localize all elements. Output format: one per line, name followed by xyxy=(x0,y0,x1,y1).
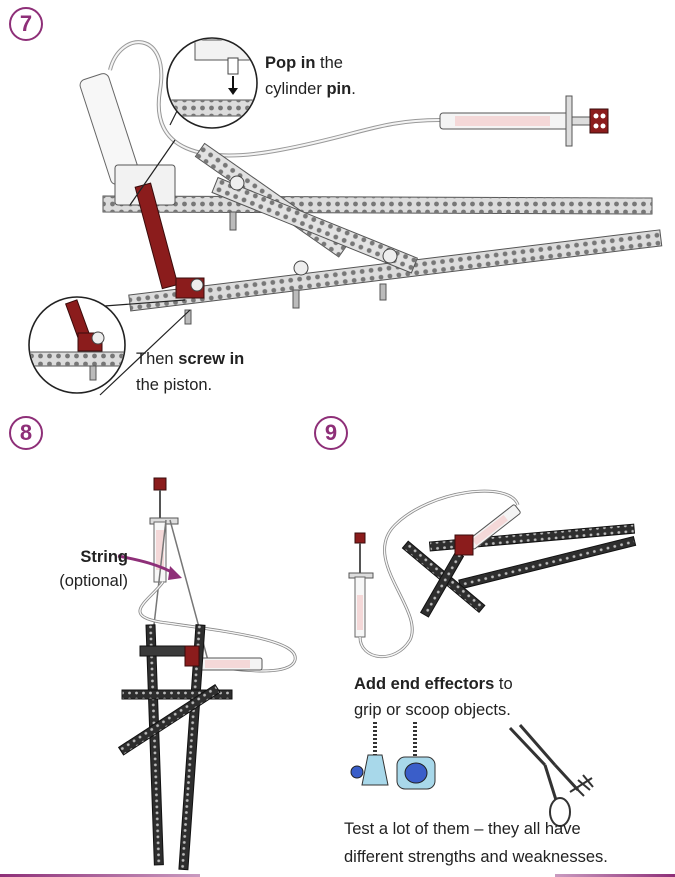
callout-text: the xyxy=(315,54,343,72)
callout-end-effectors: Add end effectors to grip or scoop objec… xyxy=(354,671,513,723)
step7-illustration xyxy=(28,37,663,396)
callout-text: Test a lot of them – they all have xyxy=(344,820,581,838)
callout-bold: Pop in xyxy=(265,54,316,72)
step-number-badge: 7 xyxy=(9,7,43,41)
callout-text: different strengths and weaknesses. xyxy=(344,848,608,866)
callout-screw-in: Then screw in the piston. xyxy=(136,346,244,398)
callout-text: (optional) xyxy=(59,572,128,590)
footer-rule-right xyxy=(555,874,675,877)
beam-long-back xyxy=(102,195,653,215)
callout-bold: screw in xyxy=(178,350,245,368)
callout-bold: pin xyxy=(326,80,352,98)
callout-text: . xyxy=(351,80,356,98)
callout-test-note: Test a lot of them – they all have diffe… xyxy=(344,815,608,871)
callout-text: the piston. xyxy=(136,376,213,394)
step9-illustration xyxy=(348,489,637,827)
suction-cup-effector xyxy=(350,722,389,786)
callout-text: Then xyxy=(136,350,179,368)
tongs-effector xyxy=(508,724,594,827)
callout-string: String (optional) xyxy=(50,545,128,593)
callout-bold: Add end effectors xyxy=(354,675,495,693)
callout-text: to xyxy=(494,675,513,693)
callout-bold: String xyxy=(80,548,128,566)
callout-text: cylinder xyxy=(265,80,327,98)
step-number-badge: 8 xyxy=(9,416,43,450)
callout-pop-in: Pop in the cylinder pin. xyxy=(265,50,356,102)
step8-illustration xyxy=(117,477,297,871)
step-number-badge: 9 xyxy=(314,416,348,450)
footer-rule-left xyxy=(0,874,200,877)
callout-text: grip or scoop objects. xyxy=(354,701,511,719)
beam-long-front xyxy=(128,229,663,312)
scoop-effector xyxy=(396,722,436,790)
